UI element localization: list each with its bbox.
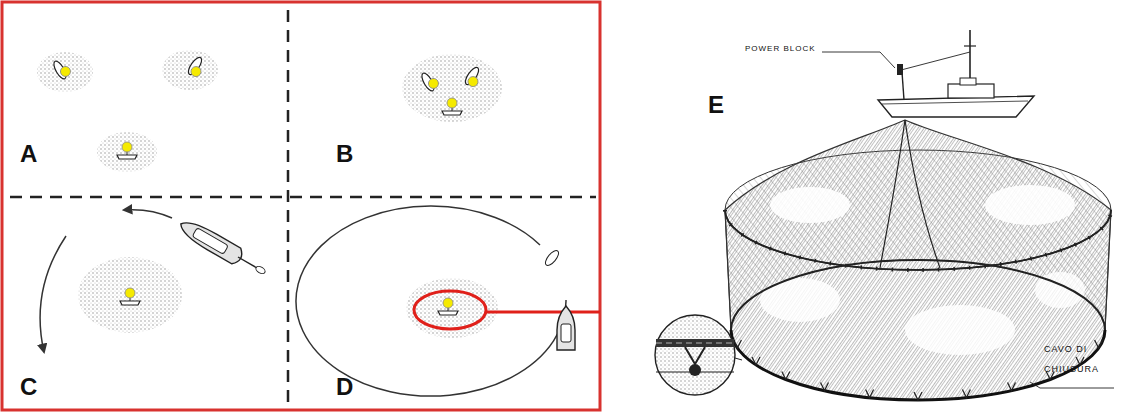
- panel-letter: C: [20, 374, 37, 400]
- tender-boat: [543, 249, 561, 268]
- divider: [10, 196, 596, 199]
- ring-detail: [655, 315, 742, 395]
- part-label: CAVO DI CHIUSURA: [1044, 340, 1108, 380]
- fish-school: [37, 50, 218, 172]
- fish-school: [406, 278, 498, 338]
- fish-school: [402, 54, 502, 122]
- seiner-boat: [176, 216, 269, 280]
- panel-letter: D: [336, 374, 353, 400]
- leader-line: [1030, 382, 1114, 388]
- seiner-ship: [878, 30, 1034, 117]
- panel-letter: A: [20, 141, 37, 167]
- divider: [287, 10, 290, 405]
- seine-circle: [296, 206, 566, 396]
- purse-seine-net: [725, 120, 1111, 400]
- direction-arrow: [40, 236, 66, 352]
- highlight-line: [486, 311, 600, 314]
- highlight-ring: [414, 291, 486, 329]
- power-block: [897, 64, 903, 75]
- panel-frame: [2, 2, 600, 410]
- direction-arrow: [124, 210, 172, 218]
- fish-school: [78, 257, 182, 333]
- leader-line: [822, 52, 895, 68]
- panel-letter: E: [708, 92, 724, 118]
- part-label: POWER BLOCK: [745, 44, 816, 54]
- seiner-boat: [557, 306, 575, 350]
- panel-letter: B: [336, 141, 353, 167]
